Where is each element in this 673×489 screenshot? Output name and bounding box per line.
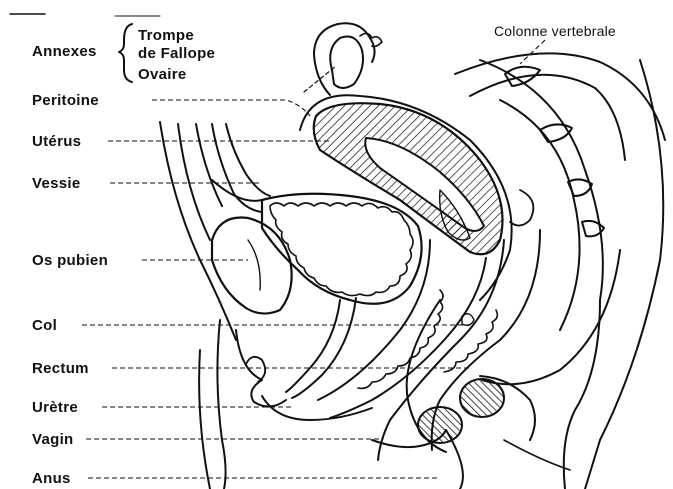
rectum-inner-fold — [510, 190, 533, 226]
abdominal-wall-3 — [196, 124, 222, 206]
label-vessie: Vessie — [32, 175, 81, 192]
vagina-front-wall — [318, 240, 430, 400]
label-uterus: Utérus — [32, 133, 81, 150]
muscle-section-1 — [418, 407, 462, 443]
label-de-fallope: de Fallope — [138, 45, 215, 62]
spine-vertebra-2 — [540, 124, 572, 142]
leader-peritoine — [152, 100, 310, 116]
perineum-front — [217, 320, 225, 489]
urethra-outer — [286, 300, 340, 392]
abdominal-wall-5 — [226, 124, 270, 196]
label-anus: Anus — [32, 470, 71, 487]
label-rectum: Rectum — [32, 360, 89, 377]
annexes-bracket — [119, 24, 132, 82]
ovaire-leader — [304, 66, 336, 92]
spine-curve-outer — [455, 53, 665, 140]
label-os-pubien: Os pubien — [32, 252, 108, 269]
spine-curve-mid — [470, 75, 625, 160]
label-vagin: Vagin — [32, 431, 74, 448]
pubic-inner — [248, 240, 260, 290]
rectum-small-pouch — [462, 314, 474, 326]
leg-curve-left — [199, 350, 210, 489]
label-col: Col — [32, 317, 57, 334]
rectum-rugae — [444, 310, 497, 372]
label-uretre: Urètre — [32, 399, 78, 416]
leader-colonne — [520, 40, 545, 64]
ligament-curve — [504, 440, 570, 470]
label-trompe: Trompe — [138, 27, 194, 44]
label-ovaire: Ovaire — [138, 66, 187, 83]
label-annexes: Annexes — [32, 43, 97, 60]
label-peritoine: Peritoine — [32, 92, 99, 109]
abdominal-wall-1 — [160, 122, 236, 340]
back-curve-right — [585, 60, 663, 489]
ovary-outline — [330, 37, 363, 89]
muscle-section-2 — [460, 379, 504, 417]
label-colonne-vertebrale: Colonne vertebrale — [494, 23, 616, 39]
pubic-bone — [212, 217, 292, 313]
